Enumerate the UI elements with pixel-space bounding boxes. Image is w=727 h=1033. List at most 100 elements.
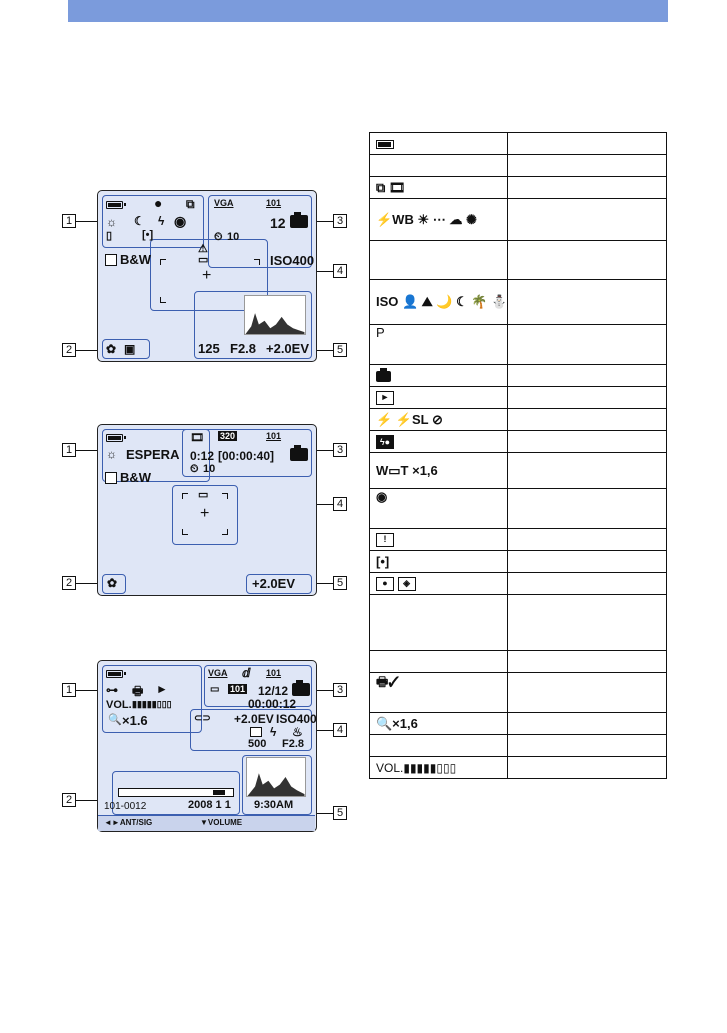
exposure-value: +2.0EV	[266, 341, 310, 356]
table-row: ISO 👤 ⛰ 🌙 ☾ 🌴 ⛄	[368, 279, 667, 325]
playback-progress-bar	[118, 788, 234, 797]
exposure-value: +2.0EV	[234, 712, 274, 726]
white-balance-icon: ☼	[106, 215, 117, 229]
table-row	[368, 734, 667, 757]
standby-label: ESPERA	[126, 447, 180, 462]
memory-icon	[290, 212, 308, 228]
playback-zoom-icon: 🔍×1,6	[368, 712, 509, 735]
recording-time: 0:12	[190, 449, 215, 463]
memory-icon	[290, 445, 308, 461]
memory-icon	[292, 680, 310, 696]
callout-leader	[76, 800, 114, 801]
callout-5: 5	[333, 343, 347, 357]
flash-mode-icons: ⚡ ⚡SL ⊘	[368, 408, 509, 431]
zoom-icons: W▭T ×1,6	[368, 452, 509, 489]
zoom-icon: 🔍	[108, 714, 122, 726]
dpof-icon: ⅆ	[242, 666, 251, 680]
nav-volume[interactable]: ▼VOLUME	[200, 818, 243, 827]
table-row: ⚡ ⚡SL ⊘	[368, 408, 667, 431]
burst-movie-icon: ⧉ 🎞	[368, 176, 509, 199]
af-frame-corner	[254, 259, 260, 265]
table-row	[368, 154, 667, 177]
metering-icons: ● ◈	[368, 572, 509, 595]
callout-leader	[76, 450, 101, 451]
area-1	[102, 665, 202, 733]
battery-icon	[106, 434, 126, 442]
print-order-icon: 🖶✓	[368, 672, 509, 713]
red-eye-icon: ◉	[174, 213, 187, 229]
af-frame-corner	[182, 493, 188, 499]
callout-2: 2	[62, 793, 76, 807]
header-bar	[68, 0, 668, 22]
iso-label: ISO400	[276, 712, 317, 726]
image-size-label: VGA	[208, 668, 228, 678]
shake-warning-icon: ⚠	[198, 243, 208, 255]
callout-leader	[312, 730, 333, 731]
area-1	[102, 195, 204, 248]
play-icon: ►	[368, 386, 509, 409]
histogram	[246, 757, 306, 797]
callout-3: 3	[333, 214, 347, 228]
table-row: ►	[368, 386, 667, 409]
volume-icon: VOL.▮▮▮▮▮▯▯▯	[368, 756, 509, 779]
callout-leader	[312, 221, 333, 222]
callout-leader	[76, 690, 101, 691]
area-3	[204, 665, 312, 707]
volume-bars-icon: ▮▮▮▮▮▯▯▯	[132, 699, 172, 709]
image-size-label: VGA	[214, 198, 234, 208]
movie-mode-icon: 🎞	[190, 432, 204, 444]
recording-time-total: [00:00:40]	[218, 449, 275, 463]
area-5	[246, 574, 312, 594]
af-frame-corner	[222, 529, 228, 535]
macro-icon: ✿	[107, 576, 118, 590]
lcd-screen-movie: 🎞 320 101 ☼ ESPERA 0:12 [00:00:40] ⏲ 10 …	[97, 424, 317, 596]
volume-label: VOL.	[106, 699, 132, 711]
table-row: P	[368, 324, 667, 365]
playback-nav-bar	[98, 815, 315, 831]
callout-5: 5	[333, 576, 347, 590]
crosshair-icon: +	[202, 267, 212, 284]
lcd-screen-playback: VGA ⅆ 101 ⊶ 🖶 ► ▭ 101 12/12 VOL. ▮▮▮▮▮▯▯…	[97, 660, 317, 832]
table-row: !	[368, 528, 667, 551]
area-2	[102, 339, 150, 359]
play-icon: ►	[156, 682, 168, 696]
self-timer-value: 10	[203, 463, 216, 475]
callout-leader	[76, 350, 101, 351]
table-row: ϟ●	[368, 430, 667, 453]
table-row: ⧉ 🎞	[368, 176, 667, 199]
exposure-value: +2.0EV	[252, 576, 296, 591]
callout-1: 1	[62, 443, 76, 457]
table-row	[368, 240, 667, 280]
callout-2: 2	[62, 343, 76, 357]
table-row: 🖶✓	[368, 672, 667, 713]
table-row	[368, 594, 667, 651]
area-5	[194, 291, 312, 359]
flash-icon: ϟ	[270, 725, 277, 739]
color-mode-label: B&W	[120, 470, 152, 485]
nav-ant-sig[interactable]: ◄►ANT/SIG	[104, 818, 153, 827]
date-label: 2008 1 1	[188, 799, 231, 811]
area-3	[182, 429, 312, 477]
aperture-value: F2.8	[282, 738, 305, 750]
af-frame-corner	[160, 259, 166, 265]
area-4	[150, 239, 268, 311]
callout-leader	[76, 583, 101, 584]
callout-4: 4	[333, 264, 347, 278]
protect-icon: ⊶	[106, 683, 118, 697]
program-icon: P	[368, 324, 509, 365]
table-row	[368, 650, 667, 673]
color-mode-label: B&W	[120, 252, 152, 267]
red-eye-icon: ◉	[368, 488, 509, 529]
table-row: [•]	[368, 550, 667, 573]
crosshair-icon: +	[200, 505, 210, 522]
clock-label: 9:30AM	[254, 799, 294, 811]
af-mode-icon: ▣	[124, 342, 136, 356]
anti-blur-icon: ▯	[106, 230, 113, 242]
battery-icon	[368, 132, 509, 155]
callout-leader	[312, 450, 333, 451]
callout-1: 1	[62, 214, 76, 228]
area-5	[242, 755, 312, 815]
aperture-value: F2.8	[230, 341, 257, 356]
movie-size-label: 320	[218, 431, 238, 441]
scene-icons: ISO 👤 ⛰ 🌙 ☾ 🌴 ⛄	[368, 279, 509, 325]
